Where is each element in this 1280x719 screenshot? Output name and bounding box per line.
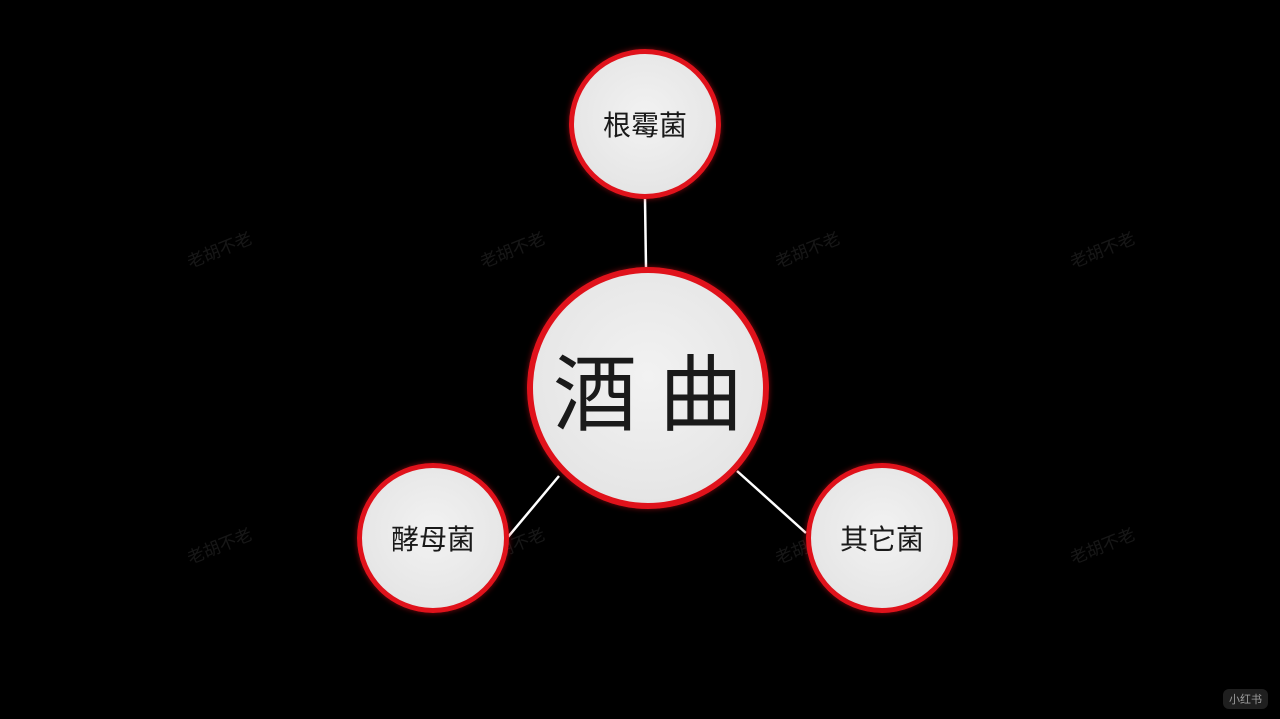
branch-node-left: 酵母菌 <box>357 463 509 613</box>
connector-right <box>736 470 807 534</box>
center-node: 酒曲 <box>527 267 769 509</box>
branch-node-label: 根霉菌 <box>602 109 687 142</box>
branch-node-top: 根霉菌 <box>569 49 721 199</box>
platform-badge: 小红书 <box>1223 689 1268 709</box>
connector-left <box>507 475 560 538</box>
branch-node-label: 其它菌 <box>839 523 924 556</box>
branch-node-right: 其它菌 <box>806 463 958 613</box>
branch-node-label: 酵母菌 <box>390 523 475 556</box>
connector-top <box>643 198 648 269</box>
center-node-label: 酒曲 <box>553 345 766 444</box>
